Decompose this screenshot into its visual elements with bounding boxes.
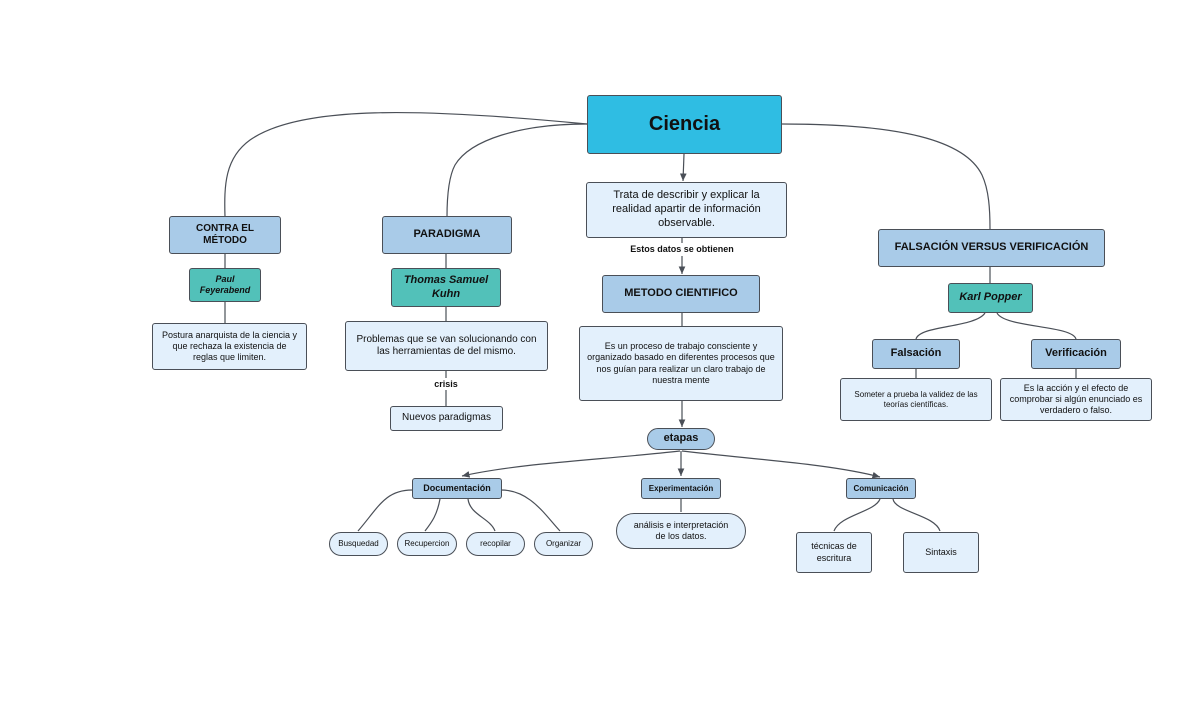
etapas-node[interactable]: etapas	[647, 428, 715, 450]
edge-popper-verificacion	[996, 312, 1077, 340]
recupercion-node[interactable]: Recupercion	[397, 532, 457, 556]
experimentacion-node[interactable]: Experimentación	[641, 478, 721, 499]
comunicacion-node[interactable]: Comunicación	[846, 478, 916, 499]
falsacion-verificacion-node[interactable]: FALSACIÓN VERSUS VERIFICACIÓN	[878, 229, 1105, 267]
recopilar-node[interactable]: recopilar	[466, 532, 525, 556]
tecnicas-node[interactable]: técnicas de escritura	[796, 532, 872, 573]
contra-metodo-node[interactable]: CONTRA EL MÉTODO	[169, 216, 281, 254]
edge-doc-busquedad	[357, 489, 413, 532]
ciencia-node[interactable]: Ciencia	[587, 95, 782, 154]
organizar-node[interactable]: Organizar	[534, 532, 593, 556]
verificacion-desc-node[interactable]: Es la acción y el efecto de comprobar si…	[1000, 378, 1152, 421]
metodo-cientifico-node[interactable]: METODO CIENTIFICO	[602, 275, 760, 313]
popper-node[interactable]: Karl Popper	[948, 283, 1033, 313]
crisis-label: crisis	[434, 379, 458, 389]
paradigma-node[interactable]: PARADIGMA	[382, 216, 512, 254]
edge-com-sintaxis	[892, 498, 941, 532]
edge-popper-falsacion	[915, 312, 986, 340]
edge-ciencia-definicion	[679, 153, 687, 182]
edge-doc-recopilar	[467, 498, 496, 532]
analisis-node[interactable]: análisis e interpretación de los datos.	[616, 513, 746, 549]
busquedad-node[interactable]: Busquedad	[329, 532, 388, 556]
kuhn-node[interactable]: Thomas Samuel Kuhn	[391, 268, 501, 307]
edge-com-tecnicas	[833, 498, 881, 532]
falsacion-desc-node[interactable]: Someter a prueba la validez de las teorí…	[840, 378, 992, 421]
metodo-desc-node[interactable]: Es un proceso de trabajo consciente y or…	[579, 326, 783, 401]
nuevos-paradigmas-node[interactable]: Nuevos paradigmas	[390, 406, 503, 431]
postura-node[interactable]: Postura anarquista de la ciencia y que r…	[152, 323, 307, 370]
problemas-node[interactable]: Problemas que se van solucionando con la…	[345, 321, 548, 371]
edge-etapas-comunicacion	[681, 450, 881, 479]
edge-ciencia-paradigma	[446, 123, 588, 218]
falsacion-node[interactable]: Falsación	[872, 339, 960, 369]
estos-datos-label: Estos datos se obtienen	[630, 244, 734, 254]
edge-ciencia-falsacion	[781, 123, 991, 230]
documentacion-node[interactable]: Documentación	[412, 478, 502, 499]
edge-doc-recupercion	[424, 498, 441, 532]
sintaxis-node[interactable]: Sintaxis	[903, 532, 979, 573]
feyerabend-node[interactable]: Paul Feyerabend	[189, 268, 261, 302]
edge-doc-organizar	[500, 489, 561, 532]
edge-ciencia-contra	[224, 111, 588, 218]
verificacion-node[interactable]: Verificación	[1031, 339, 1121, 369]
edge-etapas-documentacion	[461, 450, 681, 478]
definicion-node[interactable]: Trata de describir y explicar la realida…	[586, 182, 787, 238]
